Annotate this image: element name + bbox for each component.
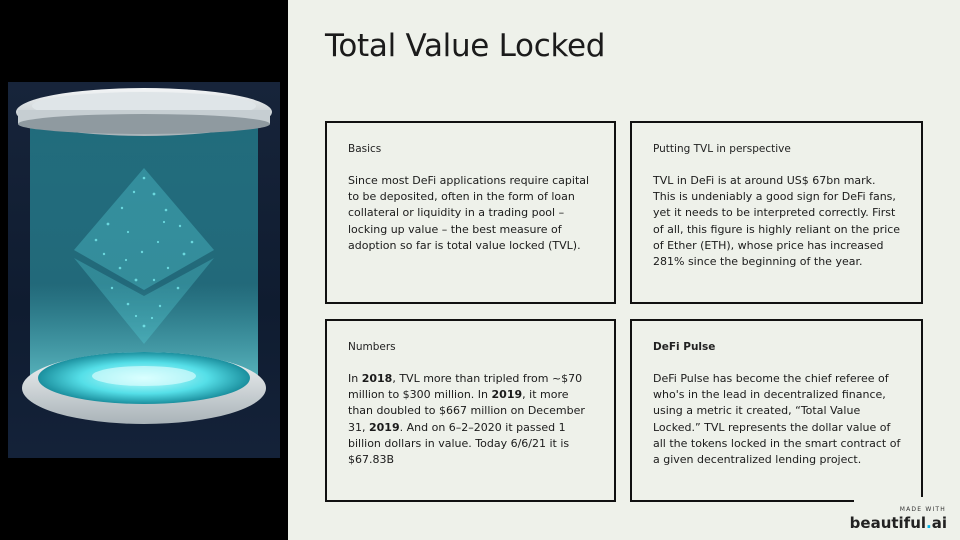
card-body: Since most DeFi applications require cap… (348, 173, 594, 254)
card-heading: Numbers (348, 341, 396, 353)
logo-suffix: ai (931, 514, 947, 532)
year-highlight: 2019 (491, 388, 523, 402)
card-body-text: In (348, 372, 362, 385)
ethereum-hologram-illustration (16, 88, 272, 424)
tvl-perspective-card: Putting TVL in perspective TVL in DeFi i… (630, 121, 923, 304)
year-highlight: 2019 (369, 420, 400, 434)
hologram-image (8, 82, 280, 458)
year-highlight: 2018 (361, 372, 393, 385)
card-body-text: , TVL more than tripled from ~$70 millio… (348, 372, 583, 402)
left-image-panel (0, 0, 288, 540)
card-body: DeFi Pulse has become the chief referee … (653, 371, 901, 468)
content-panel: Total Value Locked Basics Since most DeF… (288, 0, 960, 540)
card-body: TVL in DeFi is at around US$ 67bn mark. … (653, 173, 901, 270)
card-body-text: DeFi Pulse has become the chief referee … (653, 372, 901, 467)
beautiful-ai-logo[interactable]: beautiful.ai (850, 514, 947, 532)
basics-card: Basics Since most DeFi applications requ… (325, 121, 616, 304)
made-with-label: MADE WITH (899, 506, 946, 513)
logo-dot: . (926, 514, 932, 532)
defi-pulse-card: DeFi Pulse DeFi Pulse has become the chi… (630, 319, 923, 502)
card-heading: Basics (348, 143, 382, 155)
card-body-text: TVL in DeFi is at around US$ 67bn mark. … (653, 174, 901, 269)
card-heading: DeFi Pulse (653, 341, 716, 353)
card-body-text: . And on 6–2–2020 it passed 1 billion do… (348, 420, 570, 467)
card-border-gap (854, 497, 954, 509)
page-title: Total Value Locked (325, 28, 606, 64)
card-body-text: , it more than doubled to $667 million o… (348, 388, 585, 434)
card-body: In 2018, TVL more than tripled from ~$70… (348, 371, 594, 468)
card-heading: Putting TVL in perspective (653, 143, 791, 155)
card-body-text: Since most DeFi applications require cap… (348, 174, 590, 252)
logo-text: beautiful (849, 514, 927, 532)
numbers-card: Numbers In 2018, TVL more than tripled f… (325, 319, 616, 502)
